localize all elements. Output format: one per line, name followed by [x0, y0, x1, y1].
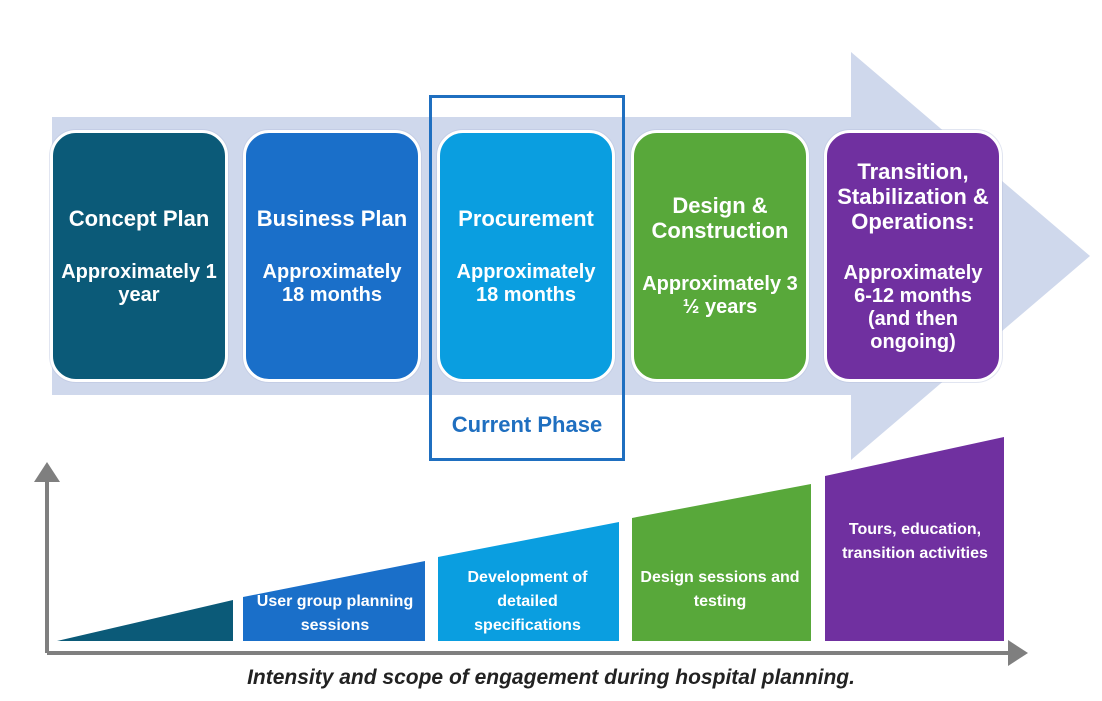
- phase-title: Procurement: [458, 205, 594, 231]
- phase-design-construction: Design & Construction Approximately 3 ½ …: [631, 130, 809, 382]
- engagement-axes: [34, 462, 1028, 666]
- current-phase-frame: [429, 95, 625, 461]
- engagement-ramp: [57, 437, 1004, 641]
- engagement-bar-business: [243, 561, 425, 641]
- phase-title: Concept Plan: [68, 205, 210, 231]
- engagement-label-tours: Tours, education, transition activities: [842, 521, 988, 562]
- engagement-bar-concept: [57, 600, 233, 641]
- current-phase-label: Current Phase: [451, 412, 603, 437]
- phase-concept-plan: Concept Plan Approximately 1 year: [50, 130, 228, 382]
- engagement-label-user-group: User group planning sessions: [256, 593, 414, 634]
- phase-duration: Approximately 3 ½ years: [642, 273, 798, 318]
- caption: Intensity and scope of engagement during…: [247, 666, 855, 689]
- phase-duration: Approximately 1 year: [61, 260, 217, 306]
- phase-duration: Approximately 18 months: [456, 260, 596, 306]
- engagement-label-design-sessions: Design sessions and testing: [640, 569, 800, 610]
- engagement-bar-procurement: [438, 522, 619, 641]
- phase-title: Design & Construction: [651, 193, 789, 243]
- y-axis-arrowhead: [34, 462, 60, 482]
- engagement-bar-design: [632, 484, 811, 641]
- phase-title: Transition, Stabilization & Operations:: [837, 158, 989, 234]
- phase-title: Business Plan: [256, 205, 408, 231]
- phase-duration: Approximately 18 months: [262, 260, 402, 306]
- engagement-bar-transition: [825, 437, 1004, 641]
- phase-procurement: Procurement Approximately 18 months: [437, 130, 615, 382]
- phase-business-plan: Business Plan Approximately 18 months: [243, 130, 421, 382]
- phase-duration: Approximately 6-12 months (and then ongo…: [843, 261, 983, 353]
- x-axis-arrowhead: [1008, 640, 1028, 666]
- engagement-label-specifications: Development of detailed specifications: [467, 569, 588, 634]
- phase-transition-operations: Transition, Stabilization & Operations: …: [824, 130, 1002, 382]
